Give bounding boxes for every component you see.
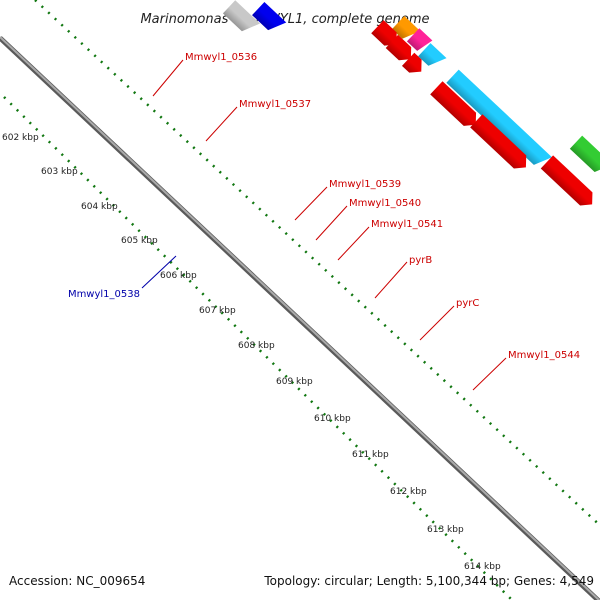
label-Mmwyl1_0537[interactable]: Mmwyl1_0537 (239, 99, 311, 110)
label-Mmwyl1_0540[interactable]: Mmwyl1_0540 (349, 198, 421, 209)
label-Mmwyl1_0539[interactable]: Mmwyl1_0539 (329, 179, 401, 190)
gene-inner-5[interactable] (385, 34, 417, 66)
label-leaders (141, 59, 507, 391)
label-Mmwyl1_0541[interactable]: Mmwyl1_0541 (371, 219, 443, 230)
gene-inner-9[interactable] (540, 155, 599, 211)
gene-inner-4[interactable] (371, 20, 402, 51)
tick-610: 610 kbp (314, 414, 351, 424)
tick-602: 602 kbp (2, 133, 39, 143)
gene-pyrB[interactable] (446, 69, 553, 171)
label-Mmwyl1_0538[interactable]: Mmwyl1_0538 (68, 289, 140, 300)
gene-inner-7[interactable] (430, 81, 482, 131)
gene-blocks (222, 0, 600, 211)
inner-dotted-guide (3, 96, 513, 600)
tick-614: 614 kbp (464, 562, 501, 572)
gene-Mmwyl1_0540[interactable] (406, 28, 433, 53)
tick-613: 613 kbp (427, 525, 464, 535)
accession-text: Accession: NC_009654 (9, 574, 146, 588)
gene-labels: Mmwyl1_0536 Mmwyl1_0537 Mmwyl1_0538 Mmwy… (68, 52, 580, 361)
tick-605: 605 kbp (121, 236, 158, 246)
topology-text: Topology: circular; Length: 5,100,344 bp… (264, 574, 594, 588)
label-pyrC[interactable]: pyrC (456, 298, 479, 309)
gene-inner-blue[interactable] (252, 1, 287, 36)
tick-608: 608 kbp (238, 341, 275, 351)
label-Mmwyl1_0536[interactable]: Mmwyl1_0536 (185, 52, 257, 63)
label-pyrB[interactable]: pyrB (409, 255, 432, 266)
tick-labels: 602 kbp 603 kbp 604 kbp 605 kbp 606 kbp … (2, 133, 501, 572)
tick-611: 611 kbp (352, 450, 389, 460)
gene-pyrC[interactable] (569, 135, 600, 178)
gene-inner-6[interactable] (401, 52, 427, 78)
tick-612: 612 kbp (390, 487, 427, 497)
tick-603: 603 kbp (41, 167, 78, 177)
map-title: Marinomonas sp. MWYL1, complete genome (140, 12, 429, 27)
genome-backbone-highlight (0, 36, 600, 600)
tick-606: 606 kbp (160, 271, 197, 281)
gene-inner-8[interactable] (470, 114, 532, 174)
gene-Mmwyl1_0538[interactable] (222, 0, 261, 36)
gene-Mmwyl1_0541[interactable] (418, 43, 447, 71)
tick-609: 609 kbp (276, 377, 313, 387)
label-Mmwyl1_0544[interactable]: Mmwyl1_0544 (508, 350, 580, 361)
gene-Mmwyl1_0539[interactable] (391, 16, 421, 44)
tick-607: 607 kbp (199, 306, 236, 316)
tick-604: 604 kbp (81, 202, 118, 212)
outer-dotted-guide (34, 0, 600, 528)
